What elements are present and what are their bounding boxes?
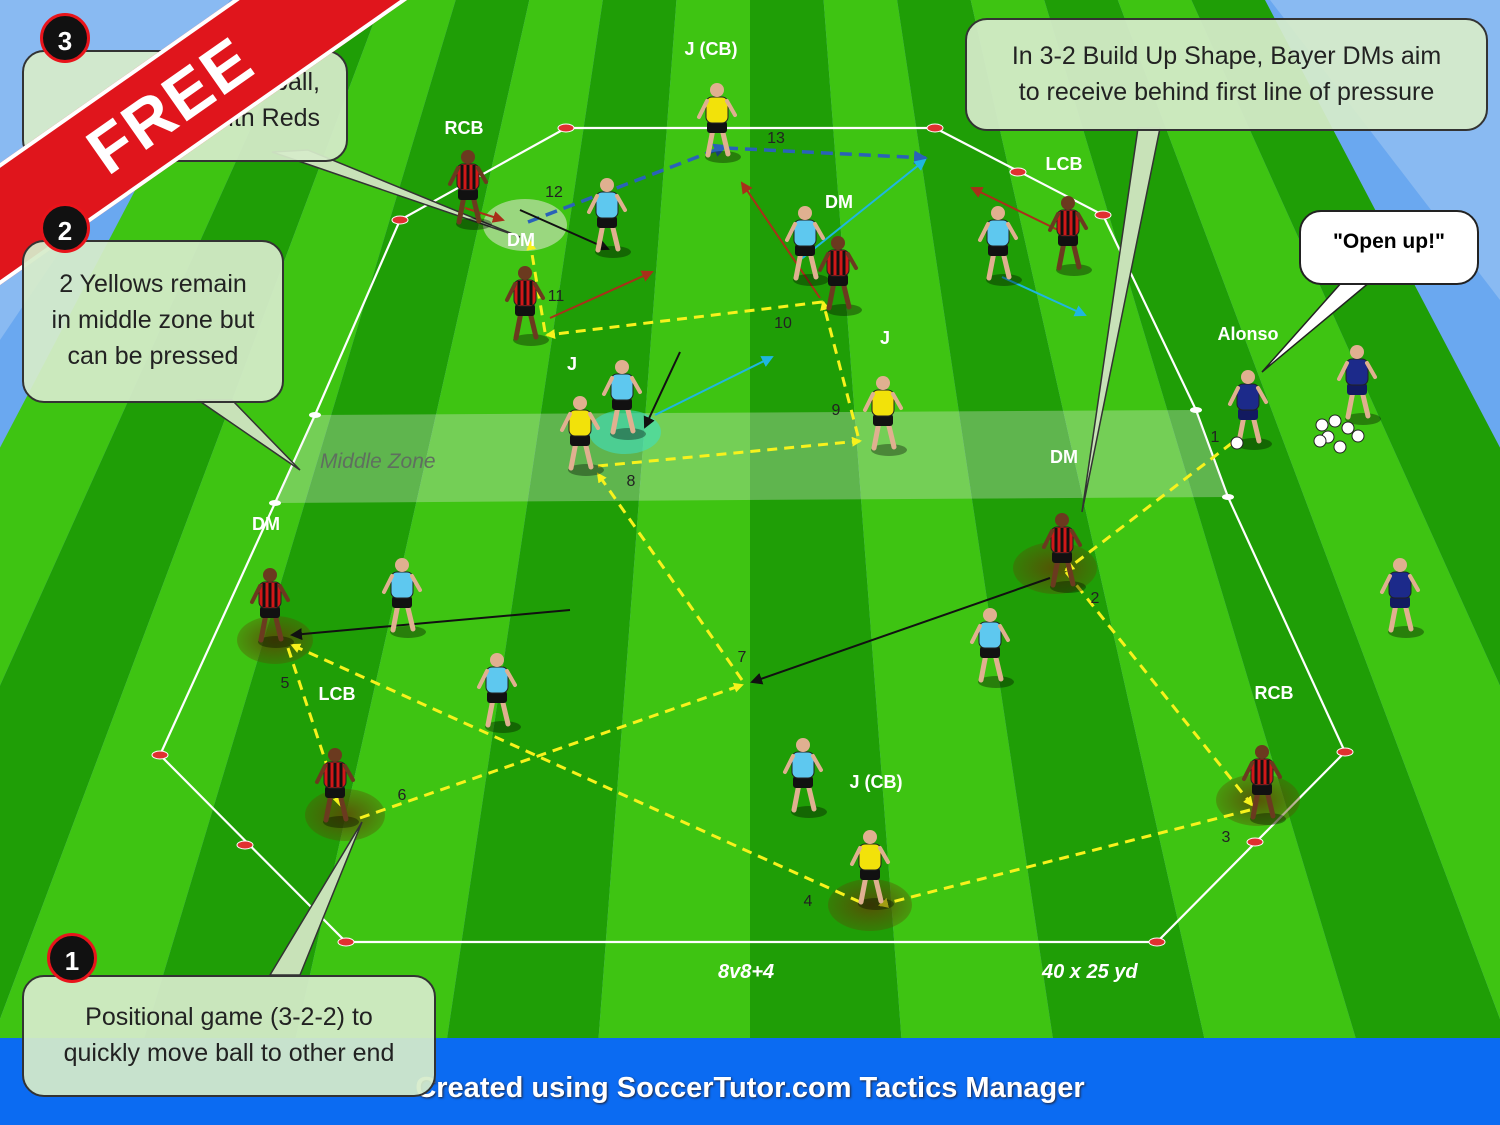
- player-label: DM: [825, 192, 853, 212]
- pitch-stripe: [144, 0, 530, 1038]
- pitch-stripe: [0, 0, 456, 1038]
- pitch-stripe: [1117, 0, 1500, 1019]
- pass-number: 5: [281, 675, 290, 692]
- middle-zone-label: Middle Zone: [320, 450, 436, 473]
- player-navy: [1380, 558, 1424, 638]
- player-navy: [1337, 345, 1381, 425]
- pass-number: 8: [627, 473, 636, 490]
- pitch-stripe: [823, 0, 1053, 1038]
- player-blue: [970, 608, 1014, 688]
- middle-zone: [275, 410, 1228, 503]
- pitch-stripe: [897, 0, 1205, 1038]
- player-label: DM: [252, 514, 280, 534]
- player-blue: [587, 178, 631, 258]
- players: RCB DM LCB DM DM LCB RCB J (CB) J J J (CB) DM Alonso: [250, 39, 1424, 910]
- player-blue: [477, 653, 521, 733]
- callout-1-line-2: quickly move ball to other end: [63, 1039, 395, 1067]
- pass-number: 1: [1211, 429, 1220, 446]
- player-red: [505, 266, 549, 346]
- cones: [151, 123, 1354, 947]
- player-red: [818, 236, 862, 316]
- pass-arrows: [286, 240, 1254, 908]
- player-yellow: [697, 83, 741, 163]
- player-label: J (CB): [850, 772, 903, 792]
- format-label: 8v8+4: [718, 961, 774, 983]
- player-label: J (CB): [685, 39, 738, 59]
- pitch-stripe: [1191, 0, 1500, 686]
- pass-number: 7: [738, 649, 747, 666]
- pass-number: 13: [767, 130, 785, 147]
- callout-build-up-line-2: to receive behind first line of pressure: [1018, 78, 1435, 106]
- pass-number: 4: [804, 893, 813, 910]
- player-red: [1048, 196, 1092, 276]
- callout-build-up-line-1: In 3-2 Build Up Shape, Bayer DMs aim: [1011, 42, 1442, 70]
- callout-badge-1: 1: [47, 933, 97, 983]
- player-yellow: [560, 396, 604, 476]
- player-blue: [602, 360, 646, 440]
- player-label: LCB: [1046, 154, 1083, 174]
- player-blue: [783, 738, 827, 818]
- callout-build-up: In 3-2 Build Up Shape, Bayer DMs aim to …: [965, 18, 1488, 131]
- player-label: J: [880, 328, 890, 348]
- player-label: DM: [507, 230, 535, 250]
- player-red: [448, 150, 492, 230]
- player-blue: [978, 206, 1022, 286]
- pitch-stripe: [447, 0, 677, 1038]
- pass-number: 3: [1222, 829, 1231, 846]
- pass-arrows-dark: [527, 143, 928, 224]
- speech-text: "Open up!": [1332, 230, 1446, 253]
- pitch-stripe: [750, 0, 902, 1038]
- pass-number: 12: [545, 184, 563, 201]
- player-label: DM: [1050, 447, 1078, 467]
- pass-number: 10: [774, 315, 792, 332]
- player-label: LCB: [319, 684, 356, 704]
- player-yellow: [850, 830, 894, 910]
- pitch-stripe: [1044, 0, 1500, 1038]
- zone-markers: [269, 407, 1234, 506]
- callout-1-line-1: Positional game (3-2-2) to: [85, 1003, 373, 1031]
- speech-bubble: "Open up!": [1299, 210, 1479, 285]
- player-label: RCB: [445, 118, 484, 138]
- player-red: [250, 568, 294, 648]
- callout-2: 2 Yellows remain in middle zone but can …: [22, 240, 284, 403]
- pass-number: 6: [398, 787, 407, 804]
- player-red: [315, 748, 359, 828]
- player-red: [1242, 745, 1286, 825]
- player-blue: [382, 558, 426, 638]
- balls: [1230, 414, 1365, 454]
- run-arrows-cyan: [654, 158, 1087, 416]
- player-navy: [1228, 370, 1272, 450]
- callout-badge-2: 2: [40, 203, 90, 253]
- run-arrows-red: [464, 181, 1059, 319]
- footer-credit: Created using SoccerTutor.com Tactics Ma…: [415, 1072, 1085, 1104]
- dimensions-label: 40 x 25 yd: [1041, 961, 1138, 983]
- pitch-stripe: [598, 0, 750, 1038]
- callout-1: Positional game (3-2-2) to quickly move …: [22, 975, 436, 1097]
- callout-2-line-3: can be pressed: [67, 342, 239, 370]
- pass-number: 2: [1091, 590, 1100, 607]
- player-label: Alonso: [1218, 324, 1279, 344]
- player-blue: [785, 206, 829, 286]
- callout-badge-3: 3: [40, 13, 90, 63]
- player-yellow: [863, 376, 907, 456]
- movement-arrows: [290, 209, 1051, 685]
- callout-2-line-1: 2 Yellows remain: [59, 270, 247, 298]
- player-red: [1042, 513, 1086, 593]
- player-label: J: [567, 354, 577, 374]
- pitch-stripe: [295, 0, 603, 1038]
- pass-number: 11: [548, 288, 565, 305]
- callout-2-line-2: in middle zone but: [51, 306, 255, 334]
- pass-number: 9: [832, 402, 841, 419]
- player-label: RCB: [1255, 683, 1294, 703]
